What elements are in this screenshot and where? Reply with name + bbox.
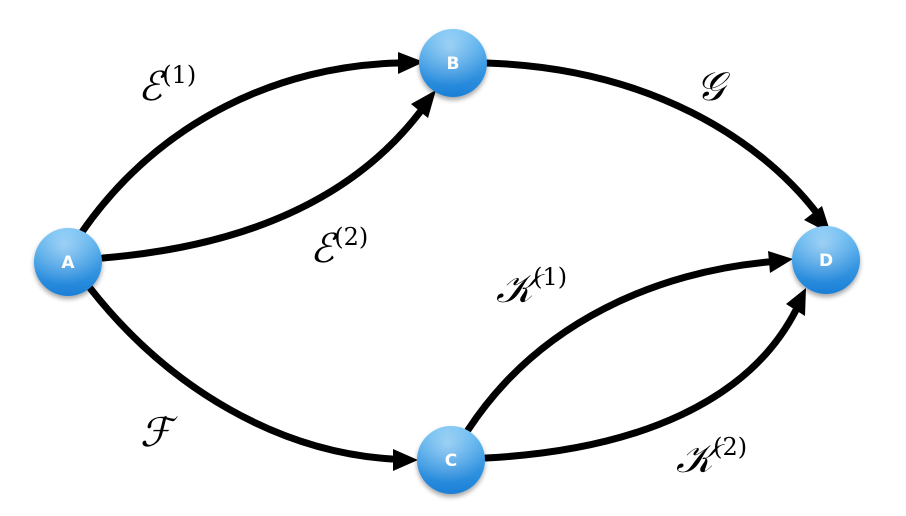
edge-c-d-1	[464, 251, 793, 434]
arrowhead-icon	[393, 449, 418, 471]
edge-labels: ℰ(1) ℰ(2) 𝒢 ℱ 𝒦(1) 𝒦(2)	[138, 61, 747, 482]
node-c[interactable]: C	[417, 426, 485, 494]
node-d-label: D	[819, 251, 833, 271]
edge-label-k1-superscript: (1)	[533, 263, 567, 291]
node-d[interactable]: D	[792, 226, 860, 294]
node-a-label: A	[61, 253, 75, 273]
edge-a-c	[86, 284, 418, 471]
nodes: A B C D	[34, 29, 860, 494]
arrowhead-icon	[411, 90, 436, 118]
edge-a-b-2	[99, 90, 436, 262]
edge-label-k2: 𝒦(2)	[676, 433, 747, 482]
node-c-label: C	[445, 451, 457, 471]
edge-label-e2-superscript: (2)	[334, 223, 368, 251]
arrowhead-icon	[398, 52, 424, 74]
edge-label-k1: 𝒦(1)	[496, 263, 567, 312]
edge-label-g-symbol: 𝒢	[696, 64, 731, 110]
edge-b-d	[482, 59, 831, 234]
edges	[78, 52, 831, 471]
arrowhead-icon	[768, 251, 793, 273]
edge-label-e2: ℰ(2)	[310, 223, 368, 272]
edge-label-f-symbol: ℱ	[140, 410, 178, 456]
edge-label-k2-superscript: (2)	[713, 433, 747, 461]
arrowhead-icon	[786, 288, 806, 316]
edge-label-e1: ℰ(1)	[138, 61, 196, 110]
edge-label-g: 𝒢	[696, 64, 731, 110]
edge-label-e2-symbol: ℰ	[310, 226, 338, 272]
edge-a-b-1	[78, 52, 424, 236]
edge-label-e1-superscript: (1)	[162, 61, 196, 89]
node-b[interactable]: B	[419, 29, 487, 97]
edge-label-f: ℱ	[140, 410, 178, 456]
node-a[interactable]: A	[34, 228, 102, 296]
edge-label-e1-symbol: ℰ	[138, 64, 166, 110]
edge-c-d-2	[482, 288, 806, 462]
node-b-label: B	[447, 54, 460, 74]
